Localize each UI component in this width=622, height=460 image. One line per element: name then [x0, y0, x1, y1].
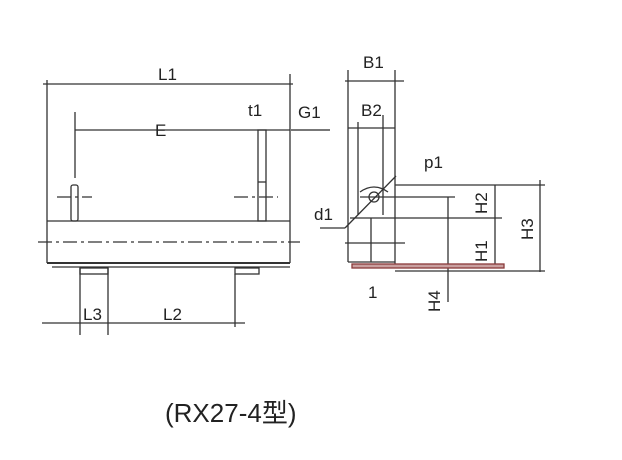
label-t1: t1 [248, 101, 262, 120]
label-l1: L1 [158, 65, 177, 84]
label-b1: B1 [363, 53, 384, 72]
label-b2: B2 [361, 101, 382, 120]
model-title: (RX27-4型) [165, 398, 296, 428]
left-foot [79, 267, 109, 275]
right-post [257, 129, 267, 222]
label-l2: L2 [163, 305, 182, 324]
label-g1: G1 [298, 103, 321, 122]
pivot-arc [359, 186, 389, 193]
label-p1: p1 [424, 153, 443, 172]
label-d1: d1 [314, 205, 333, 224]
label-h3: H3 [518, 218, 537, 240]
label-e: E [155, 121, 166, 140]
right-foot [234, 267, 260, 275]
label-h2: H2 [472, 192, 491, 214]
label-l3: L3 [83, 305, 102, 324]
label-1: 1 [368, 283, 377, 302]
label-h4: H4 [425, 290, 444, 312]
left-post [70, 184, 79, 222]
side-view: B1 B2 p1 d1 1 H2 H1 H3 H4 [314, 53, 545, 312]
front-view: L1 E t1 G1 L3 L2 [38, 65, 330, 335]
base-strip-side [351, 263, 505, 269]
label-h1: H1 [472, 240, 491, 262]
d1-diagonal [344, 175, 397, 229]
